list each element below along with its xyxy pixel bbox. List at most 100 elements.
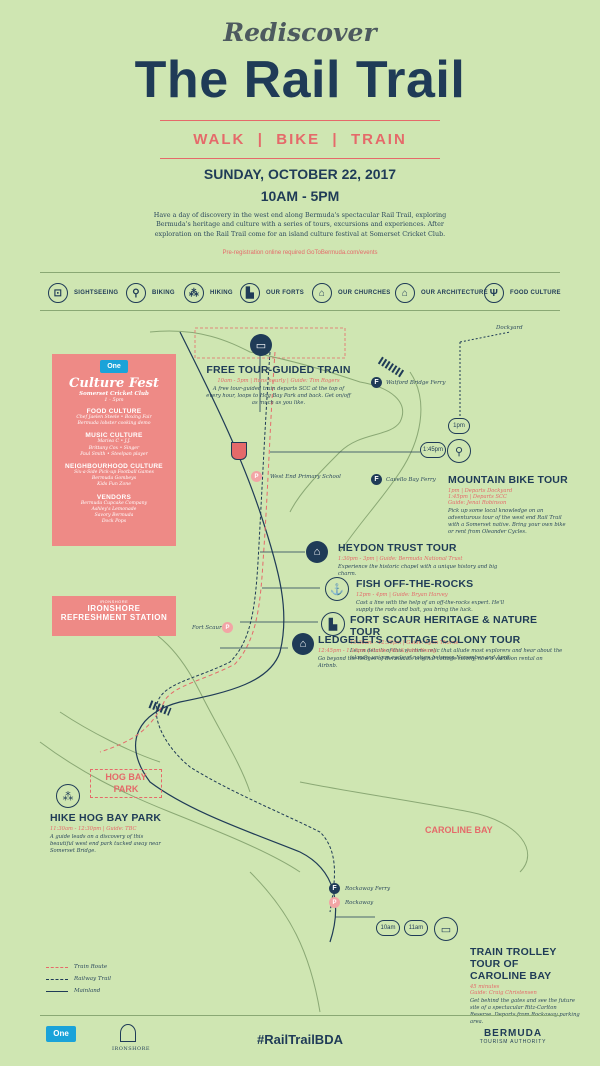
bike-time-2: 1:45pm (420, 442, 446, 458)
category-label: OUR CHURCHES (338, 290, 391, 296)
poi-fish-title: FISH OFF-THE-ROCKS (356, 578, 474, 590)
event-date: SUNDAY, OCTOBER 22, 2017 (203, 166, 397, 182)
footer-divider (40, 1015, 560, 1016)
poi-train: FREE TOUR-GUIDED TRAIN 10am - 5pm | Runs… (206, 364, 351, 407)
culture-fest-section-heading: FOOD CULTURE (86, 408, 142, 415)
poi-fort-title: FORT SCAUR HERITAGE & NATURE TOUR (350, 614, 538, 638)
poi-fort-meta: 10:30am - 12:30pm | Guide: Lynn Thorne (350, 640, 459, 646)
header-kicker: Rediscover (223, 18, 377, 47)
label-west-end-school: West End Primary School (270, 474, 341, 480)
pin-icon-fort-scaur: P (222, 622, 233, 633)
food-culture-icon: Ψ (484, 283, 504, 303)
footer-bermuda-logo: BERMUDA TOURISM AUTHORITY (468, 1028, 558, 1045)
poi-fort-desc: Learn details of this wartime relic that… (350, 648, 563, 662)
culture-fest-item: Bermuda lobster cooking demo (77, 421, 151, 427)
poi-ledgelets: LEDGELETS COTTAGE COLONY TOUR 12:45pm - … (318, 634, 548, 670)
culture-fest-item: Ashley's Lemonade (91, 506, 137, 512)
poi-trolley-meta1: 45 minutes (470, 984, 500, 990)
trolley-icon: ▭ (434, 917, 458, 941)
category-divider-top (40, 272, 560, 273)
bike-time-1: 1pm (448, 418, 470, 434)
category-label: OUR FORTS (266, 290, 305, 296)
trolley-time-1: 10am (376, 920, 400, 936)
pin-icon-rockaway: P (329, 897, 340, 908)
ferry-icon-rockaway: F (329, 883, 340, 894)
legend-swatch (46, 966, 68, 968)
culture-fest-item: Six-a-Side Pick-up Football Games (74, 469, 154, 475)
label-fort-scaur: Fort Scaur (192, 625, 222, 631)
architecture-icon: ⌂ (395, 283, 415, 303)
coastline-south (39, 741, 301, 873)
hog-bay-line2: PARK (113, 783, 139, 794)
poi-trolley: TRAIN TROLLEY TOUR OF CAROLINE BAY 45 mi… (470, 946, 580, 1026)
culture-fest-time: 1 - 5pm (104, 397, 124, 403)
category-our-architecture: ⌂ OUR ARCHITECTURE (395, 283, 488, 303)
category-hiking: ⁂ HIKING (184, 283, 233, 303)
hog-bay-label: HOG BAY PARK (90, 769, 162, 799)
category-our-churches: ⌂OUR CHURCHES (312, 283, 391, 303)
cricket-club-crest-icon (231, 442, 247, 460)
footer-bermuda: BERMUDA (483, 1028, 543, 1039)
label-cavello: Cavello Bay Ferry (386, 477, 436, 483)
coastline-north (149, 330, 403, 513)
poi-heydon-meta: 1:30pm - 3pm | Guide: Bermuda National T… (338, 556, 463, 562)
bike-connector-2 (459, 331, 511, 343)
legend-label: Train Route (74, 964, 108, 970)
poi-trolley-title2: TOUR OF (470, 958, 519, 970)
ferry-icon-watford: F (371, 377, 382, 388)
refreshment-line1: IRONSHORE (87, 604, 141, 613)
trolley-time-2: 11am (404, 920, 428, 936)
map (39, 327, 529, 1013)
poi-fish-meta: 12pm - 4pm | Guide: Bryan Harvey (356, 592, 448, 598)
poi-hogbay-title: HIKE HOG BAY PARK (50, 812, 162, 824)
culture-fest-venue: Somerset Cricket Club (79, 391, 149, 397)
poi-ledgelets-desc: Go beyond the hedges of Bermuda's origin… (318, 656, 543, 670)
fort-icon: ▙ (321, 612, 345, 636)
mainland-line (134, 331, 337, 943)
preregistration-link[interactable]: Pre-registration online required GoToBer… (222, 250, 378, 256)
coastline-hog (59, 711, 161, 763)
page-title: The Rail Trail (134, 51, 466, 109)
poi-heydon-desc: Experience the historic chapel with a un… (338, 564, 498, 578)
footer-ironshore-mark-icon (120, 1024, 136, 1042)
refreshment-station: IRONSHORE IRONSHORE REFRESHMENT STATION (52, 596, 176, 636)
category-label: OUR ARCHITECTURE (421, 290, 488, 296)
legend-label: Railway Trail (74, 976, 112, 982)
category-sightseeing: ⊡SIGHTSEEING (48, 283, 118, 303)
caroline-bay-label: CAROLINE BAY (425, 825, 493, 835)
legend-row: Train Route (46, 964, 166, 970)
church-icon: ⌂ (306, 541, 328, 563)
poi-train-title: FREE TOUR-GUIDED TRAIN (206, 364, 351, 376)
legend-label: Mainland (74, 988, 101, 994)
railway-trail (155, 351, 335, 913)
coastline-rockaway (249, 871, 321, 1013)
poi-ledgelets-meta: 12:45pm - 1:15pm | Guide: Alo & John You… (318, 648, 437, 654)
bridge-north (377, 356, 405, 378)
category-label: HIKING (210, 290, 233, 296)
hiking-icon: ⁂ (184, 283, 204, 303)
poi-bike-meta3: Guide: Jenai Robinson (448, 500, 507, 506)
fort-icon: ▙ (240, 283, 260, 303)
culture-fest-item: Brittany Cox • Singer (88, 445, 140, 451)
legend-row: Mainland (46, 988, 166, 994)
culture-fest-section-heading: NEIGHBOURHOOD CULTURE (65, 462, 163, 470)
poi-bike: MOUNTAIN BIKE TOUR 1pm | Departs Dockyar… (448, 474, 568, 536)
label-dockyard: Dockyard (496, 325, 523, 331)
event-time: 10AM - 5PM (260, 188, 340, 204)
poi-trolley-desc: Get behind the gates and see the future … (470, 998, 580, 1026)
culture-fest-item: Savory Bermuda (94, 512, 134, 518)
ferry-icon-cavello: F (371, 474, 382, 485)
biking-icon: ⚲ (126, 283, 146, 303)
coastline-east (339, 371, 422, 553)
train-icon: ▭ (250, 334, 272, 356)
culture-fest-item: Paul Smith • Steelpan player (80, 451, 148, 457)
culture-fest-section-heading: VENDORS (96, 493, 132, 501)
culture-fest-item: Chef Jaelen Steele • Boxing Fair (76, 415, 152, 420)
poi-hogbay: HIKE HOG BAY PARK 11:30am - 12:30pm | Gu… (50, 812, 165, 855)
hog-bay-line1: HOG BAY (105, 772, 147, 782)
culture-fest-item: Mariea C • J.J. (97, 439, 131, 445)
culture-fest-section-heading: MUSIC CULTURE (85, 432, 143, 440)
poi-heydon: HEYDON TRUST TOUR 1:30pm - 3pm | Guide: … (338, 542, 508, 578)
